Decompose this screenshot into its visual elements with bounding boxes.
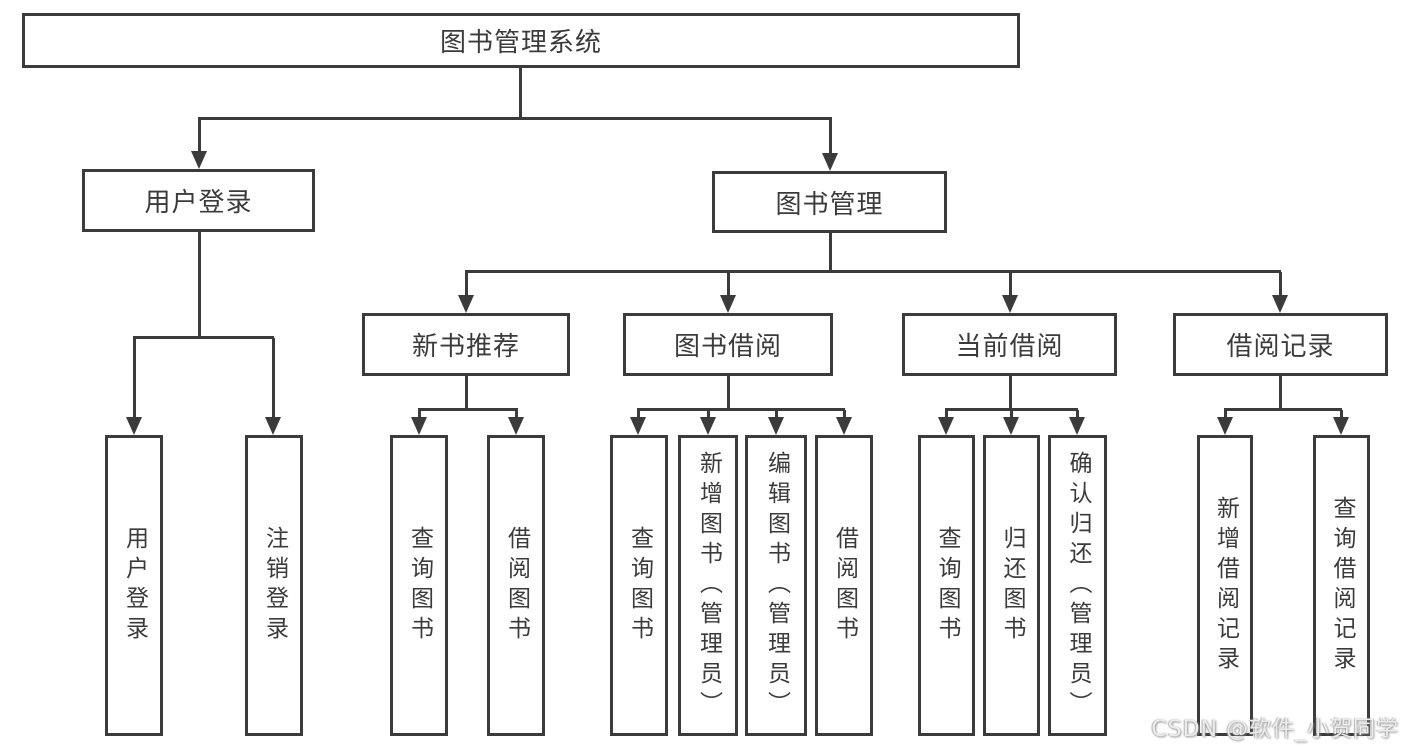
- arrow-down-icon: [768, 417, 784, 435]
- node-user-login: 用户登录: [82, 169, 315, 232]
- leaf-label: 查询借阅记录: [1329, 495, 1355, 676]
- leaf-label: 新增图书（管理员）: [695, 450, 722, 721]
- leaf-add-borrow-record: 新增借阅记录: [1197, 435, 1253, 736]
- leaf-label: 新增借阅记录: [1212, 495, 1239, 676]
- arrow-down-icon: [938, 417, 954, 435]
- connector-line: [727, 376, 730, 410]
- leaf-query-books-borrow: 查询图书: [610, 435, 668, 736]
- arrow-down-icon: [458, 295, 474, 313]
- leaf-label: 查询图书: [626, 525, 653, 646]
- leaf-user-login: 用户登录: [105, 435, 163, 736]
- leaf-confirm-return-admin: 确认归还（管理员）: [1048, 435, 1107, 736]
- connector-line: [775, 410, 778, 420]
- connector-line: [1224, 410, 1227, 420]
- arrow-down-icon: [700, 417, 716, 435]
- node-label: 借阅记录: [1226, 332, 1335, 362]
- connector-line: [707, 410, 710, 420]
- arrow-down-icon: [126, 417, 142, 435]
- leaf-label: 注销登录: [261, 525, 288, 646]
- leaf-add-books-admin: 新增图书（管理员）: [678, 435, 738, 736]
- connector-line: [465, 376, 468, 410]
- leaf-logout: 注销登录: [245, 435, 303, 736]
- connector-line: [418, 410, 421, 420]
- node-label: 当前借阅: [955, 332, 1064, 362]
- arrow-down-icon: [1333, 417, 1349, 435]
- arrow-down-icon: [1002, 295, 1018, 313]
- arrow-down-icon: [836, 417, 852, 435]
- arrow-down-icon: [265, 417, 281, 435]
- connector-line: [1009, 376, 1012, 410]
- leaf-label: 借阅图书: [503, 525, 530, 646]
- arrow-down-icon: [1003, 417, 1019, 435]
- connector-line: [637, 410, 640, 420]
- node-label: 图书管理系统: [439, 28, 602, 58]
- connector-line: [519, 68, 522, 120]
- leaf-return-books: 归还图书: [983, 435, 1040, 736]
- connector-line: [1009, 272, 1012, 297]
- connector-line: [829, 118, 832, 155]
- arrow-down-icon: [191, 151, 207, 169]
- leaf-label: 归还图书: [999, 525, 1025, 646]
- connector-line: [637, 408, 845, 411]
- node-borrow-records: 借阅记录: [1173, 313, 1388, 376]
- arrow-down-icon: [1272, 295, 1288, 313]
- connector-line: [198, 232, 201, 338]
- connector-line: [1076, 410, 1079, 420]
- leaf-borrow-books: 借阅图书: [815, 435, 873, 736]
- node-label: 新书推荐: [411, 332, 520, 362]
- leaf-label: 查询图书: [406, 525, 433, 646]
- node-label: 图书借阅: [673, 332, 782, 362]
- arrow-down-icon: [822, 153, 838, 171]
- node-current-borrow: 当前借阅: [902, 313, 1117, 376]
- leaf-borrow-books-recommend: 借阅图书: [487, 435, 545, 736]
- connector-line: [198, 117, 832, 120]
- connector-line: [1279, 272, 1282, 297]
- node-label: 用户登录: [144, 188, 253, 218]
- leaf-edit-books-admin: 编辑图书（管理员）: [745, 435, 807, 736]
- leaf-label: 查询图书: [934, 525, 960, 646]
- watermark: CSDN @软件_小贺同学: [1151, 717, 1399, 742]
- node-book-management: 图书管理: [712, 171, 947, 233]
- connector-line: [465, 272, 468, 297]
- node-book-borrow: 图书借阅: [623, 313, 833, 376]
- arrow-down-icon: [720, 295, 736, 313]
- connector-line: [1340, 410, 1343, 420]
- connector-line: [418, 408, 518, 411]
- connector-line: [1224, 408, 1342, 411]
- node-new-book-recommend: 新书推荐: [362, 313, 570, 376]
- connector-line: [727, 272, 730, 297]
- leaf-label: 用户登录: [121, 525, 148, 646]
- connector-line: [1279, 376, 1282, 410]
- connector-line: [1010, 410, 1013, 420]
- arrow-down-icon: [630, 417, 646, 435]
- connector-line: [829, 233, 832, 272]
- connector-line: [515, 410, 518, 420]
- connector-line: [133, 336, 274, 339]
- connector-line: [945, 410, 948, 420]
- arrow-down-icon: [411, 417, 427, 435]
- connector-line: [843, 410, 846, 420]
- arrow-down-icon: [508, 417, 524, 435]
- connector-line: [945, 408, 1078, 411]
- leaf-label: 借阅图书: [831, 525, 858, 646]
- connector-line: [465, 270, 1281, 273]
- leaf-query-borrow-record: 查询借阅记录: [1313, 435, 1370, 736]
- connector-line: [272, 338, 275, 418]
- leaf-query-books-recommend: 查询图书: [390, 435, 448, 736]
- leaf-label: 确认归还（管理员）: [1065, 450, 1091, 721]
- arrow-down-icon: [1217, 417, 1233, 435]
- node-label: 图书管理: [775, 189, 884, 220]
- leaf-label: 编辑图书（管理员）: [763, 450, 790, 721]
- connector-line: [198, 118, 201, 153]
- connector-line: [133, 338, 136, 418]
- node-library-management-system: 图书管理系统: [22, 13, 1020, 68]
- arrow-down-icon: [1069, 417, 1085, 435]
- leaf-query-books-current: 查询图书: [918, 435, 975, 736]
